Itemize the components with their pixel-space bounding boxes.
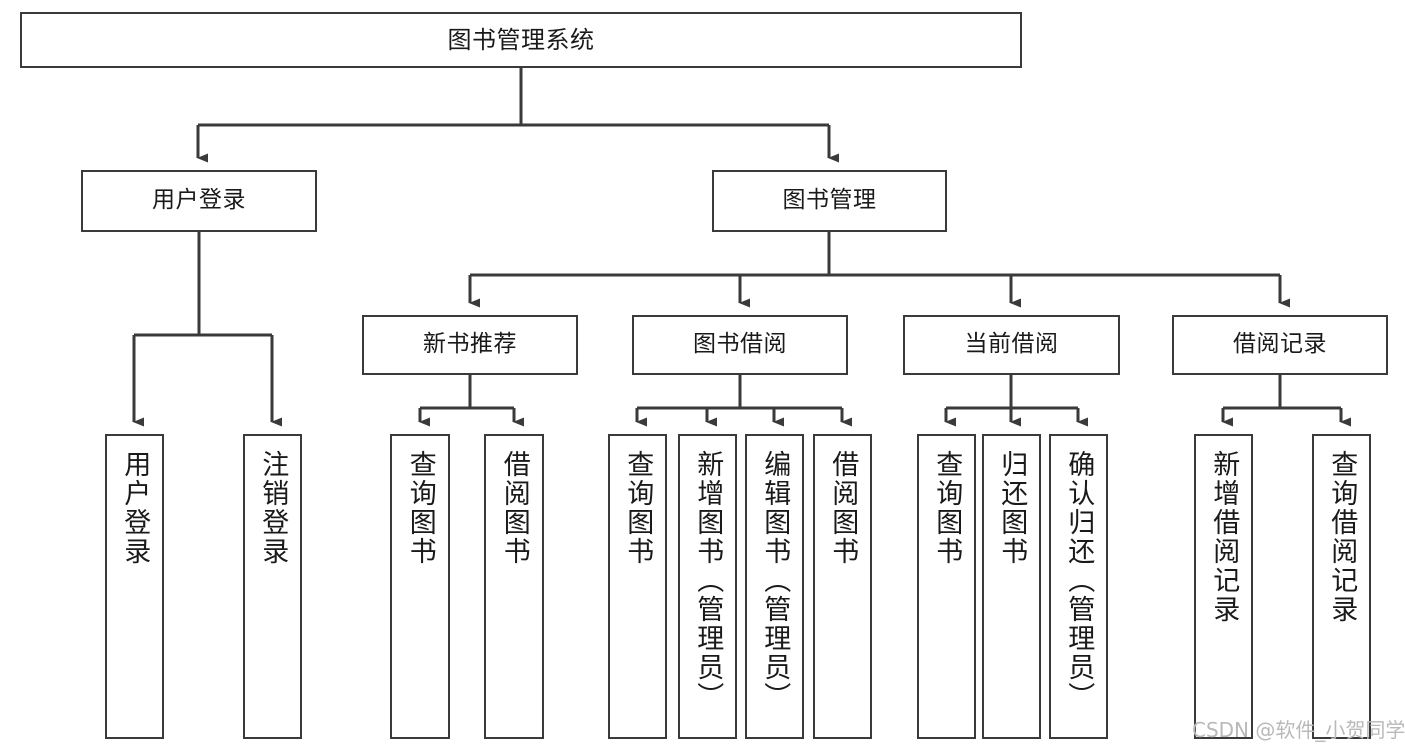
node-book-manage-label: 图书管理 xyxy=(782,187,877,214)
node-leaf-user-login[interactable]: 用户登录 xyxy=(105,434,164,739)
node-current-borrow-label: 当前借阅 xyxy=(964,331,1059,358)
node-leaf-record-query[interactable]: 查询借阅记录 xyxy=(1312,434,1371,739)
node-leaf-borrow-borrow-book-label: 借阅图书 xyxy=(827,450,859,566)
node-book-borrow-label: 图书借阅 xyxy=(693,331,787,358)
csdn-watermark: CSDN @软件_小贺同学 xyxy=(1192,718,1405,742)
node-leaf-record-add-label: 新增借阅记录 xyxy=(1208,450,1240,624)
node-leaf-current-confirm-return-label: 确认归还（管理员） xyxy=(1063,450,1095,711)
node-book-manage[interactable]: 图书管理 xyxy=(712,170,947,232)
node-current-borrow[interactable]: 当前借阅 xyxy=(903,315,1120,375)
node-leaf-current-return-book[interactable]: 归还图书 xyxy=(982,434,1041,739)
node-leaf-user-logout[interactable]: 注销登录 xyxy=(243,434,302,739)
node-user-login[interactable]: 用户登录 xyxy=(81,170,317,232)
node-leaf-borrow-edit-book[interactable]: 编辑图书（管理员） xyxy=(745,434,804,739)
node-leaf-borrow-query-book-label: 查询图书 xyxy=(622,450,654,566)
node-leaf-record-query-label: 查询借阅记录 xyxy=(1326,450,1358,624)
node-leaf-current-query-book[interactable]: 查询图书 xyxy=(917,434,976,739)
node-leaf-current-return-book-label: 归还图书 xyxy=(996,450,1028,566)
node-leaf-rec-borrow-book-label: 借阅图书 xyxy=(498,450,530,566)
node-book-borrow[interactable]: 图书借阅 xyxy=(632,315,848,375)
node-borrow-record-label: 借阅记录 xyxy=(1233,331,1327,358)
node-borrow-record[interactable]: 借阅记录 xyxy=(1172,315,1388,375)
node-leaf-current-query-book-label: 查询图书 xyxy=(931,450,963,566)
node-leaf-rec-query-book[interactable]: 查询图书 xyxy=(390,434,450,739)
node-leaf-rec-borrow-book[interactable]: 借阅图书 xyxy=(484,434,544,739)
node-new-book-rec[interactable]: 新书推荐 xyxy=(362,315,578,375)
node-leaf-user-login-label: 用户登录 xyxy=(119,450,151,566)
node-leaf-rec-query-book-label: 查询图书 xyxy=(404,450,436,566)
node-root-label: 图书管理系统 xyxy=(447,25,595,54)
node-leaf-borrow-edit-book-label: 编辑图书（管理员） xyxy=(759,450,791,711)
node-new-book-rec-label: 新书推荐 xyxy=(423,331,517,358)
node-leaf-borrow-add-book-label: 新增图书（管理员） xyxy=(692,450,724,711)
node-user-login-label: 用户登录 xyxy=(152,187,246,214)
node-leaf-user-logout-label: 注销登录 xyxy=(257,450,289,566)
node-leaf-current-confirm-return[interactable]: 确认归还（管理员） xyxy=(1049,434,1108,739)
node-leaf-record-add[interactable]: 新增借阅记录 xyxy=(1194,434,1253,739)
node-leaf-borrow-borrow-book[interactable]: 借阅图书 xyxy=(813,434,872,739)
node-root[interactable]: 图书管理系统 xyxy=(20,12,1022,68)
node-leaf-borrow-query-book[interactable]: 查询图书 xyxy=(608,434,667,739)
node-leaf-borrow-add-book[interactable]: 新增图书（管理员） xyxy=(678,434,737,739)
